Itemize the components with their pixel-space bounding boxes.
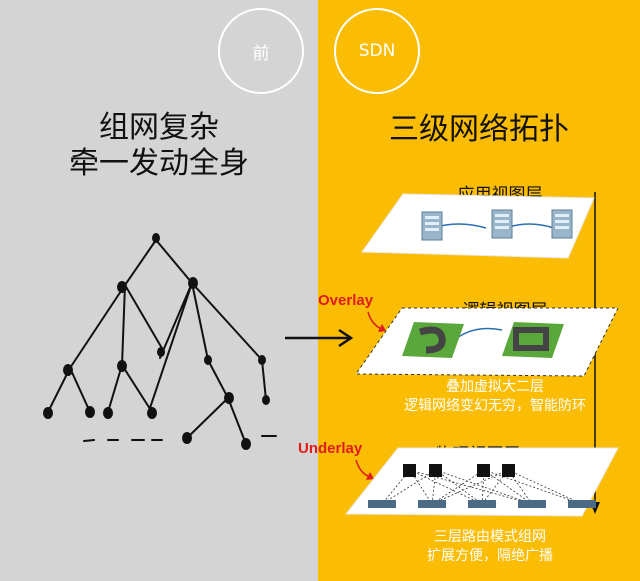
logical-caption-line1: 叠加虚拟大二层 (446, 379, 544, 395)
arrow-right-icon (285, 328, 354, 348)
server-icon (421, 211, 443, 241)
before-badge: 前 (218, 8, 304, 94)
road-tile-icon (502, 322, 564, 358)
messy-tree-diagram (43, 233, 277, 450)
overlay-tag: Overlay (318, 292, 374, 309)
left-panel (0, 0, 318, 581)
application-layer-plane (361, 193, 595, 259)
right-title: 三级网络拓扑 (389, 112, 569, 147)
server-icon (491, 209, 513, 239)
server-icon (551, 209, 573, 239)
switch-icon (368, 500, 596, 508)
sdn-badge: SDN (334, 8, 420, 94)
left-title-line1: 组网复杂 (99, 110, 219, 145)
physical-layer-plane (344, 447, 619, 517)
underlay-pointer-arrow (355, 459, 374, 480)
logical-caption-line2: 逻辑网络变幻无穷，智能防环 (404, 398, 586, 414)
overlay-pointer-arrow (367, 311, 386, 332)
physical-caption-line1: 三层路由模式组网 (434, 529, 546, 545)
router-icon (403, 464, 515, 477)
underlay-tag: Underlay (298, 440, 363, 457)
logical-layer-plane (355, 307, 619, 377)
physical-caption-line2: 扩展方便，隔绝广播 (427, 548, 553, 564)
road-tile-icon (402, 322, 464, 358)
left-title-line2: 牵一发动全身 (69, 146, 249, 181)
